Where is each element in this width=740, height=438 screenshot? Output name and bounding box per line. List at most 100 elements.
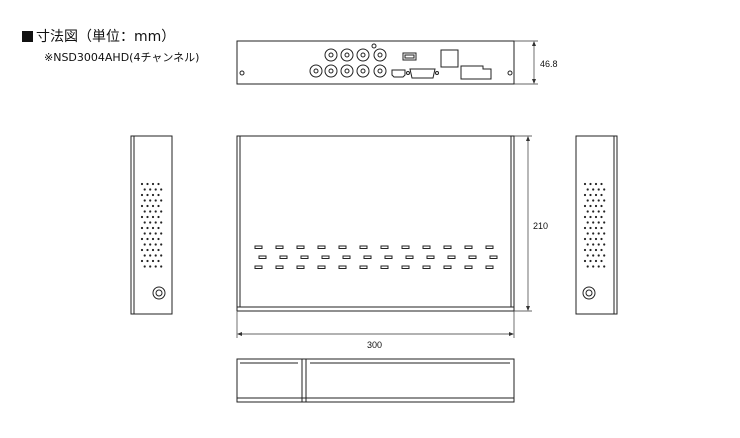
vent-hole bbox=[160, 221, 163, 224]
vga-screw bbox=[435, 71, 439, 75]
arrow-icon bbox=[509, 332, 514, 336]
vent-hole bbox=[157, 237, 160, 241]
vent-hole bbox=[140, 204, 144, 208]
vent-hole bbox=[146, 226, 149, 230]
vent-hole bbox=[592, 210, 595, 213]
vent-hole bbox=[157, 182, 160, 186]
vent-slot bbox=[464, 265, 473, 269]
height-label: 46.8 bbox=[540, 59, 558, 69]
hdmi-port bbox=[391, 69, 406, 78]
vent-hole bbox=[157, 226, 160, 230]
vent-slots bbox=[254, 245, 498, 269]
vent-hole bbox=[594, 248, 598, 252]
vent-slot bbox=[321, 255, 330, 259]
audio-jack bbox=[371, 43, 377, 49]
bnc-pin bbox=[344, 68, 350, 74]
vent-slot bbox=[447, 255, 456, 259]
vent-hole bbox=[592, 188, 595, 191]
vent-hole bbox=[146, 248, 149, 252]
mounting-hole-left bbox=[239, 70, 245, 76]
vent-hole bbox=[592, 243, 595, 246]
bnc-connector bbox=[373, 48, 387, 62]
vent-slot bbox=[275, 245, 284, 249]
rear-panel-outline bbox=[236, 40, 515, 85]
bnc-connector bbox=[373, 64, 387, 78]
vent-hole bbox=[597, 243, 600, 246]
arrow-icon bbox=[532, 79, 536, 84]
vent-hole bbox=[149, 254, 152, 257]
vent-hole bbox=[594, 226, 598, 230]
vent-slot bbox=[485, 245, 494, 249]
vent-hole bbox=[589, 237, 592, 241]
vent-hole bbox=[586, 188, 589, 191]
vent-hole bbox=[140, 248, 144, 252]
vent-hole bbox=[586, 243, 589, 246]
vent-hole bbox=[146, 215, 149, 219]
vent-hole bbox=[594, 204, 598, 208]
bnc-pin bbox=[344, 52, 350, 58]
vent-hole bbox=[151, 259, 155, 263]
vent-hole bbox=[151, 226, 155, 230]
vent-slot bbox=[464, 245, 473, 249]
vent-hole bbox=[160, 254, 163, 257]
vent-hole bbox=[157, 204, 160, 208]
vent-hole bbox=[154, 199, 157, 202]
vent-slot bbox=[359, 265, 368, 269]
vent-hole bbox=[589, 182, 592, 186]
vent-hole bbox=[589, 226, 592, 230]
vent-hole bbox=[603, 232, 606, 235]
bnc-pin bbox=[360, 52, 366, 58]
vent-hole bbox=[594, 193, 598, 197]
vent-hole bbox=[586, 221, 589, 224]
left-side-view bbox=[130, 135, 173, 315]
vent-hole bbox=[140, 259, 144, 263]
vent-hole bbox=[143, 265, 146, 268]
vent-hole bbox=[143, 210, 146, 213]
arrow-icon bbox=[532, 41, 536, 46]
usb-port bbox=[402, 52, 417, 61]
vent-hole bbox=[154, 265, 157, 268]
vent-hole bbox=[603, 221, 606, 224]
dimension-lines bbox=[236, 40, 538, 338]
bnc-pin bbox=[377, 52, 383, 58]
vent-hole bbox=[600, 193, 603, 197]
vent-hole bbox=[157, 259, 160, 263]
vga-port bbox=[409, 68, 436, 79]
vent-slot bbox=[296, 265, 305, 269]
bnc-connector bbox=[340, 48, 354, 62]
bnc-pin bbox=[328, 52, 334, 58]
vent-hole bbox=[160, 232, 163, 235]
vent-hole bbox=[160, 243, 163, 246]
vent-hole bbox=[592, 199, 595, 202]
vent-slot bbox=[296, 245, 305, 249]
vent-hole bbox=[160, 265, 163, 268]
vent-slot bbox=[443, 265, 452, 269]
vent-hole bbox=[589, 248, 592, 252]
right-side-outline bbox=[575, 135, 618, 315]
vent-slot bbox=[317, 245, 326, 249]
depth-label: 210 bbox=[533, 221, 548, 231]
vent-hole bbox=[603, 265, 606, 268]
vent-slot bbox=[401, 265, 410, 269]
vent-hole bbox=[143, 243, 146, 246]
vent-slot bbox=[275, 265, 284, 269]
left-side-knob bbox=[152, 286, 166, 300]
vent-slot bbox=[384, 255, 393, 259]
vent-hole bbox=[589, 204, 592, 208]
arrow-icon bbox=[526, 306, 530, 311]
vent-hole bbox=[157, 193, 160, 197]
vent-hole bbox=[600, 226, 603, 230]
page-title-text: 寸法図（単位：mm） bbox=[36, 29, 176, 45]
vent-hole bbox=[594, 182, 598, 186]
right-side-view bbox=[575, 135, 618, 315]
vent-hole bbox=[151, 204, 155, 208]
vent-hole bbox=[160, 210, 163, 213]
width-label: 300 bbox=[367, 340, 382, 350]
vent-hole bbox=[151, 182, 155, 186]
vent-hole bbox=[140, 193, 144, 197]
vent-hole bbox=[154, 232, 157, 235]
vent-hole bbox=[583, 248, 587, 252]
top-view-outline bbox=[236, 135, 515, 308]
model-note: ※NSD3004AHD(4チャンネル) bbox=[44, 51, 200, 64]
vent-hole bbox=[146, 259, 149, 263]
